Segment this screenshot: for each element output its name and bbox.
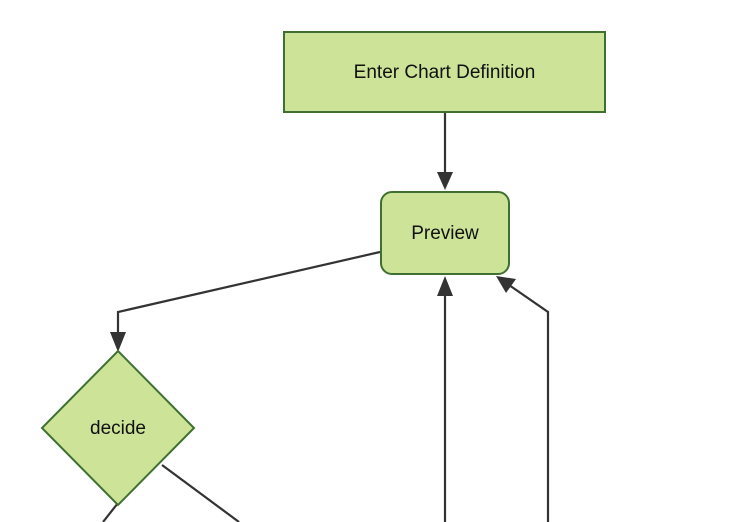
edge-layer [102, 113, 550, 522]
node-rect[interactable] [283, 31, 606, 113]
node-label: Enter Chart Definition [354, 62, 536, 83]
edge-line [161, 464, 240, 522]
node-decide[interactable]: decide [40, 349, 196, 507]
arrow-head-icon [437, 172, 453, 190]
edge-line [102, 502, 119, 522]
edge-line [508, 284, 550, 522]
node-enter-chart-definition[interactable]: Enter Chart Definition [283, 31, 606, 113]
node-layer: Enter Chart Definition Preview decide [40, 31, 606, 507]
edge-bottom-left-to-preview [437, 276, 453, 522]
node-diamond[interactable] [40, 349, 196, 507]
edge-preview-to-decide [110, 250, 381, 352]
node-preview[interactable]: Preview [380, 191, 510, 275]
arrow-head-icon [496, 276, 516, 293]
node-rounded-rect[interactable] [380, 191, 510, 275]
edge-bottom-right-to-preview [496, 276, 550, 522]
edge-line [116, 250, 381, 340]
node-label: decide [90, 418, 146, 439]
edge-decide-out-right [161, 464, 240, 522]
node-label: Preview [411, 223, 479, 244]
arrow-head-icon [437, 276, 453, 296]
arrow-head-icon [110, 332, 126, 352]
edge-enter-to-preview [437, 113, 453, 190]
edge-decide-out-left [102, 502, 119, 522]
